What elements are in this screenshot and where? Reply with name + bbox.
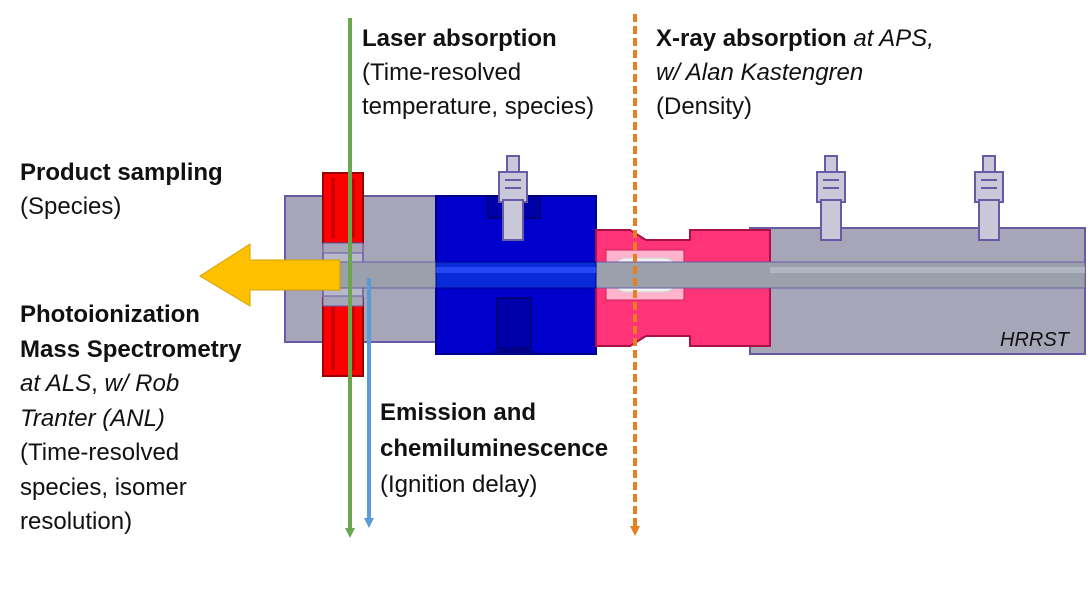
xray-absorption-label: X-ray absorption at APS, w/ Alan Kasteng… [656,22,934,124]
pressure-transducer-3 [974,155,1004,241]
emission-line1: (Ignition delay) [380,471,538,498]
laser-absorption-label: Laser absorption (Time-resolved temperat… [362,22,594,124]
emission-title1: Emission and [380,399,537,426]
central-bore-highlight [436,267,596,273]
blue-block-port-base [488,347,540,354]
xray-absorption-title: X-ray absorption [656,25,847,52]
product-sampling-label: Product sampling (Species) [20,156,223,224]
emission-label: Emission and chemiluminescence (Ignition… [380,395,608,503]
xray-beam [630,14,640,536]
central-bore-right-highlight [770,267,1085,273]
pims-italic1c: w/ Rob [104,370,180,397]
xray-absorption-line2: (Density) [656,93,753,120]
laser-absorption-line2: temperature, species) [362,93,595,120]
red-fitting-top [322,172,364,254]
pims-title2: Mass Spectrometry [20,335,242,363]
pressure-transducer-1 [498,155,528,241]
pims-italic1a: at ALS [20,370,92,397]
product-sampling-arrow [199,243,341,307]
central-bore-blue-segment [435,261,597,289]
hrrst-tube-body [749,227,1086,355]
pims-line1: (Time-resolved [20,439,180,466]
pims-title1: Photoionization [20,301,200,328]
pims-label: Photoionization Mass Spectrometry at ALS… [20,298,241,540]
pims-line3: resolution) [20,508,133,535]
xray-absorption-title-italic: at APS, [846,25,934,52]
xray-absorption-line1: w/ Alan Kastengren [656,59,864,86]
laser-beam [345,18,355,538]
laser-absorption-title: Laser absorption [362,25,557,52]
pims-line2: species, isomer [20,473,187,501]
product-sampling-line1: (Species) [20,193,122,220]
hrrst-label-text: HRRST [1000,329,1069,351]
hrrst-label: HRRST [1000,326,1069,354]
emission-title2: chemiluminescence [380,435,609,462]
blue-block-port [496,297,532,349]
pims-italic2: Tranter (ANL) [20,404,165,432]
emission-beam [364,278,374,528]
pressure-transducer-2 [816,155,846,241]
pims-italic1b: , [91,370,105,397]
laser-absorption-line1: (Time-resolved [362,59,522,86]
product-sampling-title: Product sampling [20,159,223,186]
red-fitting-bottom [322,295,364,377]
